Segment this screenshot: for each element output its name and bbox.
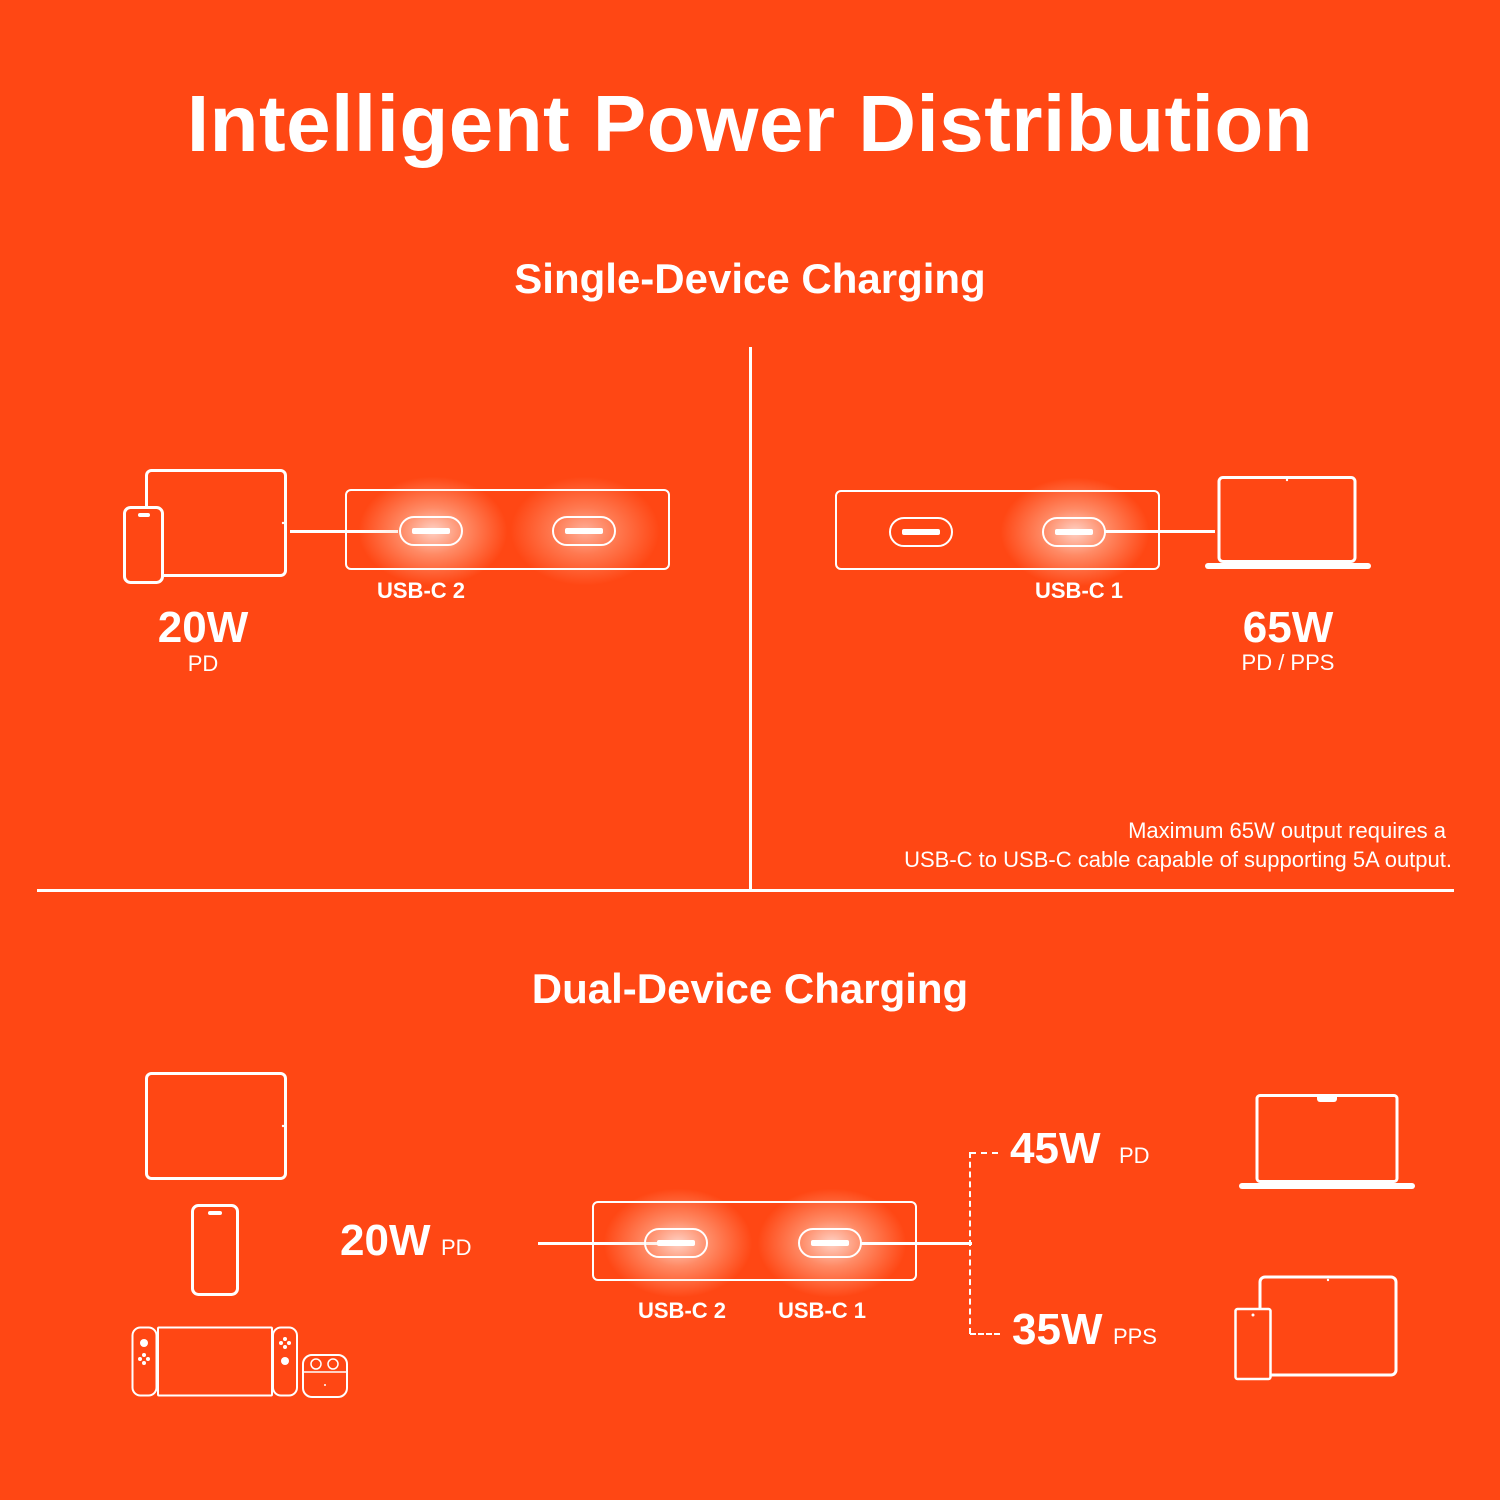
usb-c-port-1 (1042, 517, 1106, 547)
output-bottom-wattage: 35W PPS (1012, 1305, 1157, 1355)
protocol-label: PD (440, 1235, 472, 1260)
charger-hub (592, 1188, 917, 1298)
tablet-phone-icon (1234, 1275, 1398, 1381)
cable-requirement-note: Maximum 65W output requires a USB-C to U… (904, 816, 1452, 874)
laptop-icon (1239, 1094, 1415, 1189)
page-title: Intelligent Power Distribution (186, 79, 1314, 168)
dual-input-wattage: 20W PD (340, 1216, 472, 1266)
usb-c-port-2 (644, 1228, 708, 1258)
horizontal-divider (37, 889, 1454, 892)
watt-label: 20W (340, 1216, 431, 1265)
dual-device-heading: Dual-Device Charging (531, 965, 969, 1012)
phone-icon (123, 506, 164, 584)
cable-line (538, 1242, 658, 1245)
protocol-label: PPS (1112, 1324, 1157, 1349)
usb-c-port-2 (399, 516, 463, 546)
split-connector (969, 1152, 971, 1334)
cable-line (860, 1242, 972, 1245)
protocol-label: PD (1118, 1143, 1150, 1168)
cable-line (290, 530, 398, 533)
note-line-1: Maximum 65W output requires a (1128, 818, 1446, 843)
single-device-heading: Single-Device Charging (514, 255, 986, 302)
port-label-usb-c-1: USB-C 1 (1035, 578, 1124, 603)
game-console-icon (131, 1326, 298, 1397)
split-connector-bottom (970, 1333, 1000, 1335)
tablet-icon (145, 469, 287, 577)
laptop-icon (1205, 476, 1371, 569)
charger-hub (345, 476, 670, 586)
port-label-usb-c-2: USB-C 2 (377, 578, 466, 603)
port-label-usb-c-1: USB-C 1 (778, 1298, 867, 1323)
protocol-label: PD (187, 651, 219, 676)
output-top-wattage: 45W PD (1010, 1124, 1150, 1174)
watt-label: 65W (1242, 603, 1334, 652)
watt-label: 45W (1010, 1124, 1101, 1173)
phone-icon (191, 1204, 239, 1296)
usb-c-port-1 (798, 1228, 862, 1258)
usb-c-port-1 (552, 516, 616, 546)
split-connector-top (970, 1152, 998, 1154)
tablet-icon (145, 1072, 287, 1180)
vertical-divider (749, 347, 752, 892)
note-line-2: USB-C to USB-C cable capable of supporti… (904, 847, 1452, 872)
watt-label: 20W (157, 603, 249, 652)
earbuds-icon (302, 1354, 348, 1398)
watt-label: 35W (1012, 1305, 1103, 1354)
port-label-usb-c-2: USB-C 2 (638, 1298, 727, 1323)
protocol-label: PD / PPS (1241, 650, 1335, 675)
usb-c-port-2 (889, 517, 953, 547)
cable-line (1105, 530, 1215, 533)
